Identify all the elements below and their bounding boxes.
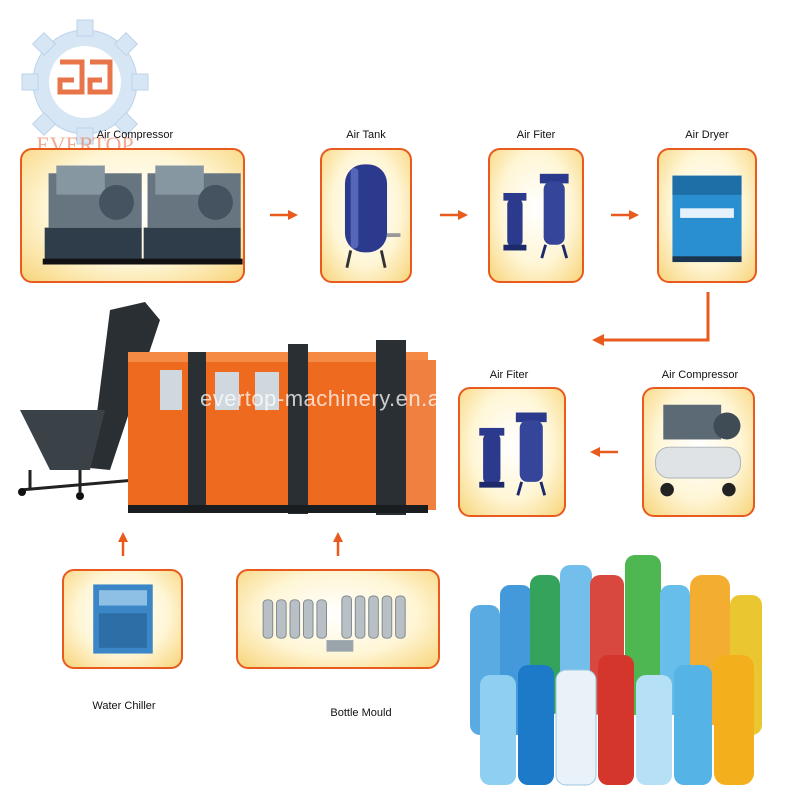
air-filter-top-box — [488, 148, 584, 283]
label-air-tank: Air Tank — [346, 129, 386, 141]
arrow-up-mould — [333, 532, 343, 556]
water-chiller-box — [62, 569, 183, 669]
label-bottle-mould: Bottle Mould — [330, 707, 392, 719]
label-water-chiller: Water Chiller — [92, 700, 156, 712]
label-air-filter-mid: Air Fiter — [489, 369, 529, 381]
air-compressor-mid-box — [642, 387, 755, 517]
finished-bottles-image — [460, 545, 790, 795]
arrow-right-3 — [611, 210, 639, 220]
air-tank-box — [320, 148, 412, 283]
arrow-up-chiller — [118, 532, 128, 556]
bottle-mould-image — [262, 595, 406, 652]
air-compressor-top-box — [20, 148, 245, 283]
arrow-elbow-down-left — [590, 292, 720, 352]
air-filter-top-image — [503, 173, 569, 259]
label-air-compressor-mid: Air Compressor — [661, 369, 739, 381]
arrow-left-mid — [590, 447, 618, 457]
label-air-dryer: Air Dryer — [685, 129, 729, 141]
evertop-logo: EVERTOP — [10, 10, 160, 160]
air-tank-image — [344, 164, 401, 268]
label-air-filter-top: Air Fiter — [516, 129, 556, 141]
air-filter-mid-image — [479, 412, 547, 496]
arrow-right-1 — [270, 210, 298, 220]
air-filter-mid-box — [458, 387, 566, 517]
water-chiller-image — [93, 584, 153, 654]
air-dryer-image — [672, 175, 742, 263]
label-air-compressor-top: Air Compressor — [96, 129, 174, 141]
blow-moulding-machine-image — [10, 300, 450, 530]
arrow-right-2 — [440, 210, 468, 220]
air-compressor-pair-image — [42, 165, 243, 265]
air-dryer-box — [657, 148, 757, 283]
air-compressor-mid-image — [655, 404, 741, 497]
bottle-mould-box — [236, 569, 440, 669]
